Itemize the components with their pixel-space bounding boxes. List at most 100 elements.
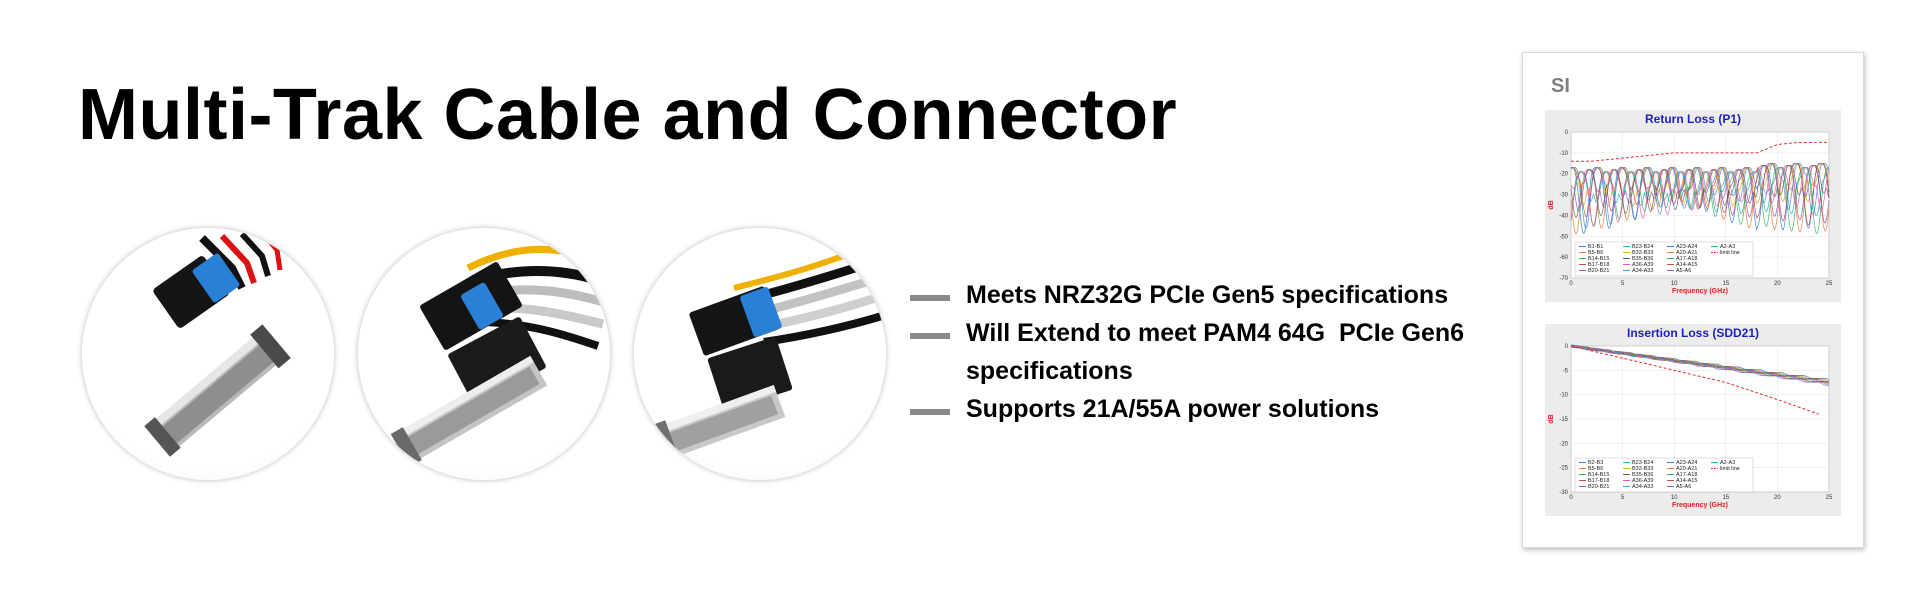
legend-item: A5-A6 [1676, 268, 1691, 274]
y-tick-label: -60 [1559, 255, 1568, 261]
legend-item: A5-A6 [1676, 484, 1691, 490]
series-line [1570, 345, 1830, 386]
feature-text: Supports 21A/55A power solutions [966, 395, 1380, 423]
y-axis-label: dB [1548, 414, 1555, 423]
x-tick-label: 15 [1722, 281, 1729, 287]
connector-photo-yellow-cable [358, 228, 610, 480]
legend-item: A17-A18 [1676, 472, 1697, 478]
legend-item: A14-A15 [1676, 478, 1697, 484]
y-tick-label: -10 [1559, 151, 1568, 157]
chart-title: Return Loss (P1) [1644, 112, 1741, 126]
y-tick-label: -20 [1559, 172, 1568, 178]
connector-photo-red-cable [82, 228, 334, 480]
legend-item: B1-B1 [1588, 244, 1603, 250]
feature-item: Supports 21A/55A power solutions [910, 390, 1464, 428]
x-tick-label: 5 [1621, 495, 1625, 501]
legend-item: B23-B24 [1632, 244, 1653, 250]
y-tick-label: 0 [1565, 344, 1569, 350]
legend-item: B32-B33 [1632, 250, 1653, 256]
legend-item: A23-A24 [1676, 460, 1697, 466]
x-tick-label: 10 [1671, 495, 1678, 501]
x-tick-label: 10 [1671, 281, 1678, 287]
legend-item: limit line [1720, 466, 1740, 472]
legend-item: B5-B6 [1588, 466, 1603, 472]
feature-text: Meets NRZ32G PCIe Gen5 specifications [966, 281, 1449, 309]
limit-line [1570, 345, 1819, 415]
series-line [1570, 162, 1830, 207]
measured-traces [1570, 162, 1830, 235]
x-axis-label: Frequency (GHz) [1672, 288, 1728, 295]
legend-item: A17-A18 [1676, 256, 1697, 262]
y-tick-label: -50 [1559, 234, 1568, 240]
si-card: SI Return Loss (P1) 0 5 10 15 20 25 0 -10 -20 -30… [1522, 52, 1864, 548]
y-tick-label: -5 [1563, 368, 1569, 374]
series-line [1570, 166, 1830, 226]
series-line [1570, 167, 1830, 235]
y-tick-label: 0 [1565, 130, 1569, 136]
y-tick-label: -30 [1559, 490, 1568, 496]
y-tick-label: -10 [1559, 393, 1568, 399]
y-tick-label: -15 [1559, 417, 1568, 423]
legend-item: A34-A33 [1632, 484, 1653, 490]
feature-text: Will Extend to meet PAM4 64G PCIe Gen6 [966, 319, 1465, 347]
legend-item: A2-A3 [1720, 460, 1735, 466]
x-tick-label: 15 [1722, 495, 1729, 501]
insertion-loss-chart: Insertion Loss (SDD21) 0 5 10 15 20 25 0 -5 -10 -… [1545, 324, 1841, 516]
x-tick-label: 20 [1774, 281, 1781, 287]
x-tick-label: 0 [1569, 495, 1573, 501]
feature-item: Meets NRZ32G PCIe Gen5 specifications [910, 276, 1464, 314]
legend-item: limit line [1720, 250, 1740, 256]
legend-item: B20-B21 [1588, 268, 1609, 274]
legend-item: A36-A39 [1632, 262, 1653, 268]
legend-item: B2-B3 [1588, 460, 1603, 466]
limit-line [1571, 141, 1829, 162]
feature-list: Meets NRZ32G PCIe Gen5 specifications Wi… [910, 276, 1464, 428]
y-axis-label: dB [1548, 200, 1555, 209]
dash-icon [910, 295, 950, 301]
feature-text-continued: specifications [966, 357, 1133, 385]
connector-photo-gray-cable [634, 228, 886, 480]
legend-item: B20-B21 [1588, 484, 1609, 490]
legend-box [1574, 457, 1754, 493]
dash-icon [910, 333, 950, 339]
si-label: SI [1551, 75, 1570, 97]
y-tick-label: -70 [1559, 276, 1568, 282]
y-tick-label: -30 [1559, 193, 1568, 199]
legend-item: B32-B33 [1632, 466, 1653, 472]
legend-item: A2-A3 [1720, 244, 1735, 250]
feature-item: Will Extend to meet PAM4 64G PCIe Gen6 s… [910, 314, 1464, 390]
legend-item: B17-B18 [1588, 478, 1609, 484]
legend-item: B14-B15 [1588, 472, 1609, 478]
y-tick-label: -40 [1559, 213, 1568, 219]
legend-item: A14-A15 [1676, 262, 1697, 268]
legend-item: A20-A21 [1676, 250, 1697, 256]
legend-item: B5-B6 [1588, 250, 1603, 256]
y-tick-label: -20 [1559, 441, 1568, 447]
x-tick-label: 20 [1774, 495, 1781, 501]
legend-item: B35-B36 [1632, 472, 1653, 478]
series-line [1570, 344, 1830, 383]
legend-item: A34-A33 [1632, 268, 1653, 274]
legend-item: B17-B18 [1588, 262, 1609, 268]
legend-item: B23-B24 [1632, 460, 1653, 466]
series-line [1570, 165, 1830, 219]
chart-title: Insertion Loss (SDD21) [1626, 326, 1760, 340]
return-loss-plot-area: 0 5 10 15 20 25 0 -10 -20 -30 -40 -50 -60 -70Frequenc… [1548, 130, 1833, 295]
legend-item: A23-A24 [1676, 244, 1697, 250]
x-tick-label: 25 [1826, 281, 1833, 287]
legend-item: B14-B15 [1588, 256, 1609, 262]
legend-item: A20-A21 [1676, 466, 1697, 472]
series-line [1570, 345, 1830, 383]
x-tick-label: 0 [1569, 281, 1573, 287]
measured-traces [1570, 344, 1830, 386]
dash-icon [910, 409, 950, 415]
x-tick-label: 5 [1621, 281, 1625, 287]
legend-item: A36-A39 [1632, 478, 1653, 484]
page-title: Multi-Trak Cable and Connector [78, 75, 1178, 155]
y-tick-label: -25 [1559, 466, 1568, 472]
legend-item: B35-B36 [1632, 256, 1653, 262]
return-loss-chart: Return Loss (P1) 0 5 10 15 20 25 0 -10 -20 -30 -40… [1545, 110, 1841, 302]
x-axis-label: Frequency (GHz) [1672, 502, 1728, 509]
x-tick-label: 25 [1826, 495, 1833, 501]
